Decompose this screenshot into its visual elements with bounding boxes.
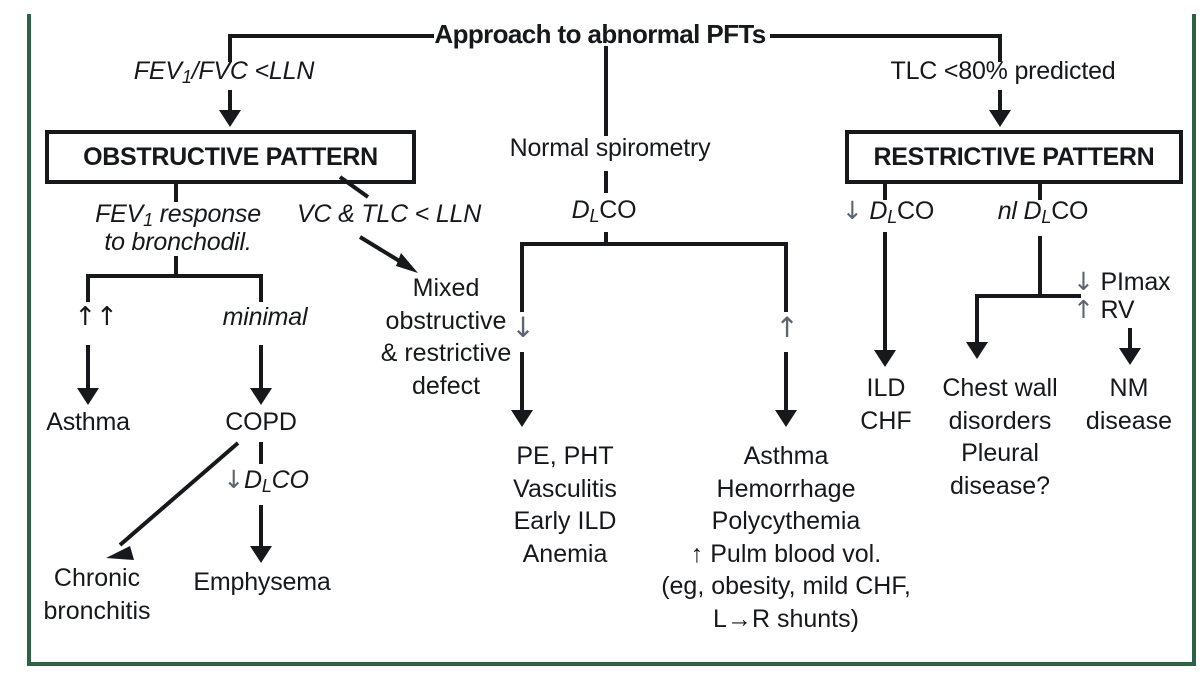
frame-bottom-border bbox=[27, 662, 1196, 666]
vc-tlc-condition: VC & TLC < LLN bbox=[297, 200, 482, 228]
center-branch-drop bbox=[604, 46, 608, 136]
fev1-response-label-line2: to bronchodil. bbox=[104, 228, 252, 256]
bronchodil-split-stem bbox=[174, 256, 178, 278]
ild-chf-arrow-shaft bbox=[883, 232, 887, 354]
asthma-arrow-shaft bbox=[86, 345, 90, 392]
copd-dlco-stem bbox=[259, 442, 263, 464]
outcome-chest-wall: Chest wall disorders Pleural disease? bbox=[942, 374, 1058, 500]
chest-wall-drop bbox=[975, 294, 979, 346]
nm-disease-arrow-shaft bbox=[1128, 328, 1132, 352]
normal-dlco-split-bar bbox=[975, 294, 1081, 298]
center-dlco-split-bar bbox=[520, 242, 788, 246]
chest-wall-arrowhead bbox=[966, 342, 988, 359]
center-high-outcomes: Asthma Hemorrhage Polycythemia ↑ Pulm bl… bbox=[661, 442, 911, 633]
pimax-label: ↓ PImax bbox=[1073, 267, 1171, 296]
outcome-nm-disease: NM disease bbox=[1085, 374, 1173, 435]
center-low-arrow-shaft bbox=[520, 352, 524, 414]
copd-arrowhead bbox=[250, 388, 272, 405]
restrictive-pattern-label: RESTRICTIVE PATTERN bbox=[873, 142, 1155, 171]
left-branch-stem bbox=[228, 90, 232, 114]
asthma-arrowhead bbox=[77, 388, 99, 405]
figure-title: Approach to abnormal PFTs bbox=[434, 19, 766, 49]
center-dlco-high-drop bbox=[784, 242, 788, 312]
restrictive-pattern-box: RESTRICTIVE PATTERN bbox=[845, 130, 1183, 184]
mixed-defect-outcome: Mixed obstructive & restrictive defect bbox=[380, 274, 512, 400]
left-branch-arrowhead bbox=[219, 110, 241, 127]
rv-label: ↑ RV bbox=[1073, 295, 1135, 324]
title-connector-left bbox=[228, 34, 434, 38]
center-branch-condition: Normal spirometry bbox=[509, 134, 711, 162]
center-high-arrowhead bbox=[775, 410, 797, 427]
right-branch-stem bbox=[998, 90, 1002, 114]
center-branch-stem bbox=[604, 171, 608, 193]
right-branch-drop bbox=[998, 34, 1002, 62]
nm-disease-arrowhead bbox=[1119, 348, 1141, 365]
restrictive-normal-dlco-label: nl DLCO bbox=[997, 197, 1089, 227]
outcome-emphysema: Emphysema bbox=[193, 568, 331, 596]
right-branch-arrowhead bbox=[989, 110, 1011, 127]
ild-chf-arrowhead bbox=[874, 350, 896, 367]
normal-dlco-stem bbox=[1038, 180, 1042, 200]
fev1-response-stem bbox=[174, 180, 178, 202]
left-branch-drop bbox=[228, 34, 232, 62]
copd-arrow-shaft bbox=[259, 345, 263, 392]
restrictive-low-dlco-label: ↓ DLCO bbox=[841, 196, 935, 227]
emphysema-arrowhead bbox=[250, 546, 272, 563]
title-connector-right bbox=[770, 34, 1002, 38]
bronchodil-strong-drop bbox=[86, 274, 90, 302]
outcome-asthma: Asthma bbox=[46, 408, 130, 436]
minimal-response-marker: minimal bbox=[222, 303, 308, 331]
emphysema-arrow-shaft bbox=[259, 505, 263, 550]
outcome-ild-chf: ILD CHF bbox=[860, 374, 912, 435]
fev1-response-label-line1: FEV1 response bbox=[95, 200, 261, 230]
frame-left-border bbox=[27, 14, 31, 666]
outcome-chronic-bronchitis: Chronic bronchitis bbox=[43, 564, 151, 625]
obstructive-pattern-box: OBSTRUCTIVE PATTERN bbox=[45, 130, 416, 184]
copd-dlco-label: ↓DLCO bbox=[223, 465, 309, 496]
left-branch-condition: FEV1/FVC <LLN bbox=[133, 57, 315, 87]
obstructive-pattern-label: OBSTRUCTIVE PATTERN bbox=[83, 142, 378, 171]
center-high-arrow-shaft bbox=[784, 352, 788, 414]
strong-response-marker: ↑↑ bbox=[74, 302, 118, 332]
bronchodil-split-bar bbox=[86, 274, 263, 278]
low-dlco-stem bbox=[883, 180, 887, 200]
normal-dlco-split-stem bbox=[1038, 236, 1042, 298]
center-low-arrowhead bbox=[511, 410, 533, 427]
center-dlco-low-drop bbox=[520, 242, 524, 312]
frame-right-border bbox=[1192, 14, 1196, 666]
right-branch-condition: TLC <80% predicted bbox=[890, 57, 1116, 85]
center-dlco-high-marker: ↑ bbox=[775, 311, 799, 344]
outcome-copd: COPD bbox=[225, 408, 297, 436]
bronchodil-minimal-drop bbox=[259, 274, 263, 302]
center-low-outcomes: PE, PHT Vasculitis Early ILD Anemia bbox=[513, 442, 617, 568]
center-dlco-label: DLCO bbox=[571, 196, 637, 226]
center-dlco-low-marker: ↓ bbox=[511, 311, 535, 344]
center-dlco-stem bbox=[604, 232, 608, 244]
